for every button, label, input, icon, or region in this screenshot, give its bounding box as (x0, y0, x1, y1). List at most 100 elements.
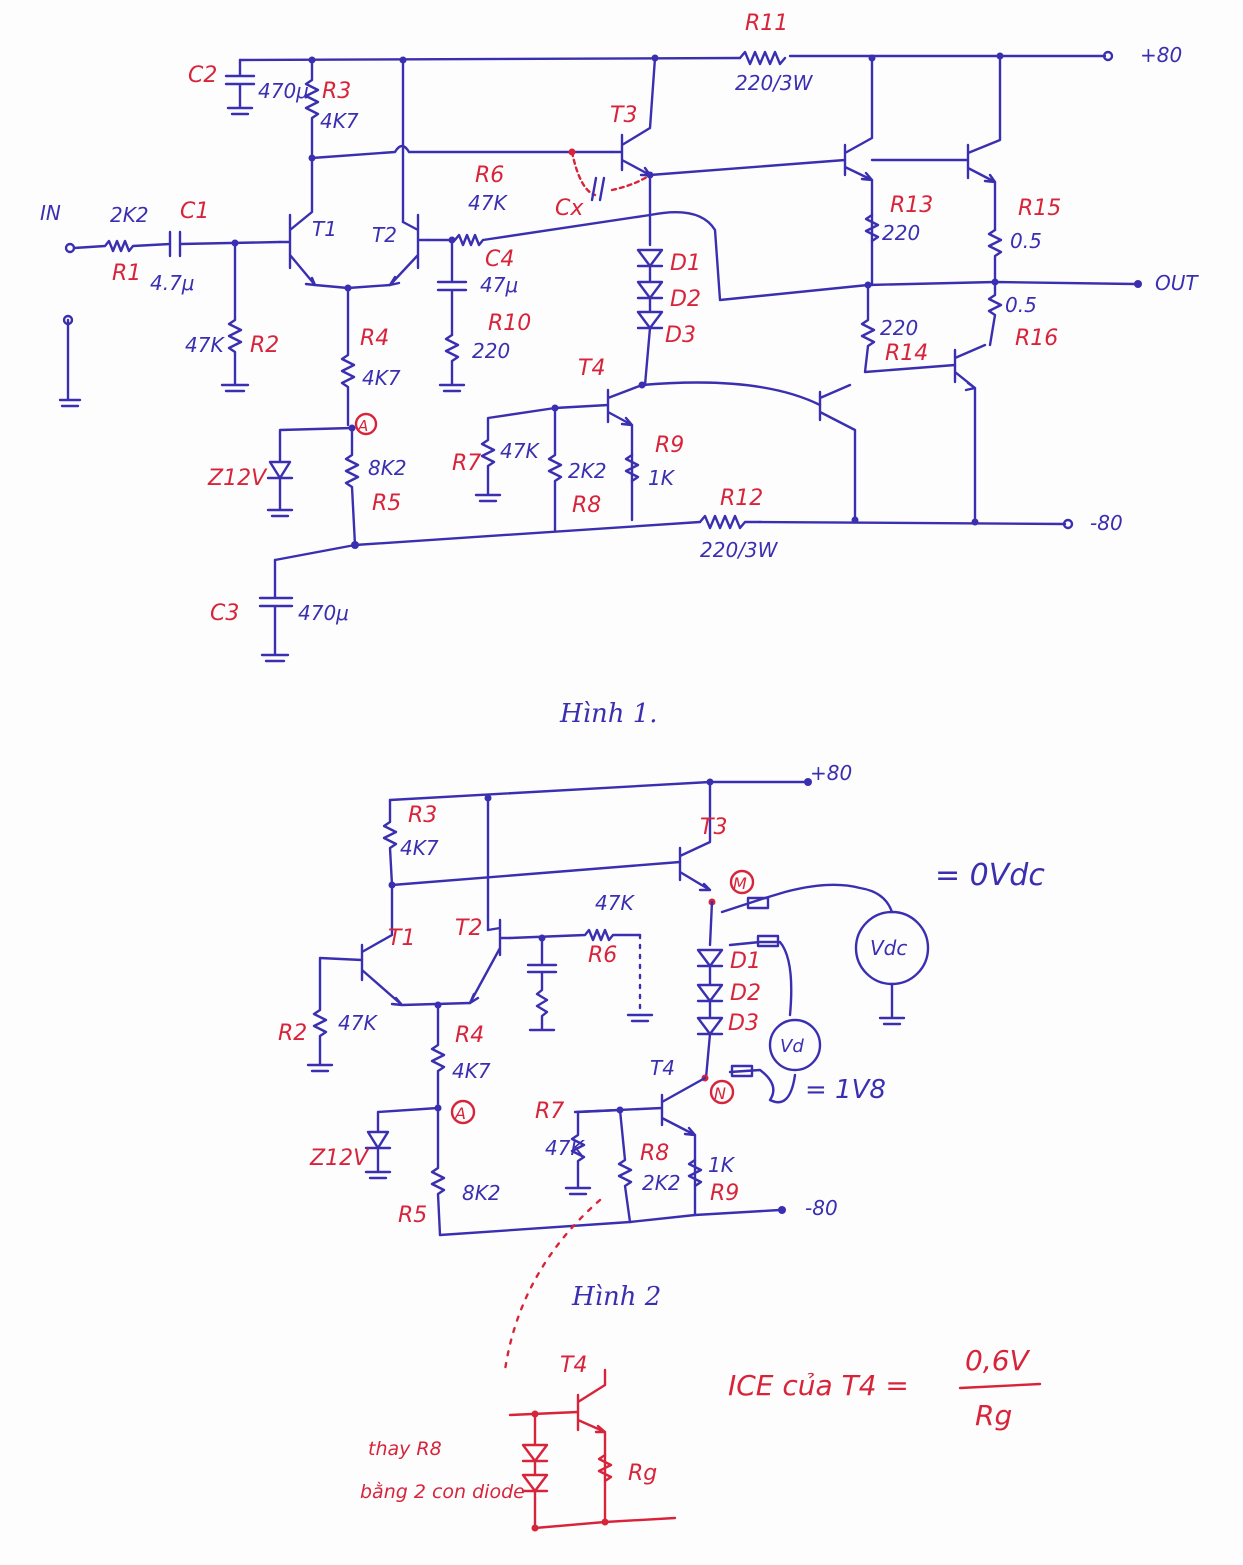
r14-name: R14 (885, 341, 928, 366)
formula-fraction-bar (958, 1382, 1042, 1390)
fig2-d3-label: D3 (728, 1011, 759, 1036)
minus-terminal-1 (1062, 518, 1074, 530)
fig2-minus-terminal (778, 1206, 786, 1214)
rail-plus-label-1: +80 (1140, 43, 1182, 67)
fig2-diode-string-wire (708, 900, 714, 947)
fig2-r2-name: R2 (278, 1021, 307, 1046)
formula-numerator: 0,6V (965, 1344, 1031, 1377)
fig2-r9-value: 1K (708, 1153, 736, 1177)
plus-terminal-1 (1102, 50, 1114, 62)
q7-transistor (818, 343, 987, 524)
fig2-r6-name: R6 (588, 943, 617, 968)
r3-value: 4K7 (320, 109, 359, 133)
t4-transistor (553, 383, 644, 522)
q5-transistor (843, 56, 874, 287)
r8-value: 2K2 (568, 459, 607, 483)
fig2-node-m-label: M (733, 874, 747, 893)
r7-resistor (474, 406, 557, 503)
formula-denominator: Rg (975, 1399, 1012, 1432)
fig2-vd-probe-wire (728, 940, 797, 1104)
fig2-rail-minus-label: -80 (805, 1196, 838, 1220)
fig2-t3-label: T3 (700, 815, 727, 840)
fig2-ground-r6 (626, 1013, 654, 1023)
r4-value: 4K7 (362, 366, 401, 390)
c2-capacitor (224, 58, 256, 116)
fig2-d2 (696, 964, 724, 1003)
q6-transistor (870, 54, 1002, 232)
t3-base-wire (310, 144, 614, 160)
fig3-junction-bottom (531, 1524, 539, 1532)
t4-label: T4 (578, 356, 605, 381)
r16-name: R16 (1015, 326, 1058, 351)
figure-1: +80 R11 220/3W C2 470μ R3 4K7 IN 2K2 R1 … (40, 11, 1199, 729)
fig3-t4-label: T4 (560, 1353, 587, 1378)
r12-resistor (698, 514, 762, 530)
fig2-r8-resistor (617, 1108, 633, 1224)
r15-resistor (987, 228, 1003, 284)
r15-value: 0.5 (1010, 229, 1042, 253)
fig2-r3-name: R3 (408, 803, 437, 828)
fig2-r4-name: R4 (455, 1023, 484, 1048)
r16-resistor (987, 280, 1003, 347)
fig2-r2-value: 47K (338, 1011, 378, 1035)
cx-label: Cx (555, 196, 584, 221)
fig2-d1 (696, 948, 724, 968)
r3-resistor (304, 58, 320, 160)
r10-resistor (438, 333, 466, 393)
r11-name: R11 (745, 11, 788, 36)
r9-resistor (624, 453, 640, 483)
r1-resistor (72, 239, 172, 253)
fig2-r9-resistor (687, 1158, 703, 1188)
t3-transistor (610, 56, 657, 177)
r9-name: R9 (655, 433, 684, 458)
fig3-r9 (597, 1453, 613, 1483)
d1-label: D1 (670, 251, 701, 276)
fig2-c4-wire (526, 936, 558, 1032)
fig3-dashed-link (503, 1198, 602, 1372)
fig2-vd-label: Vd (780, 1036, 804, 1057)
r13-name: R13 (890, 193, 933, 218)
t4-to-output-wire (640, 381, 822, 407)
t1-label: T1 (312, 217, 337, 241)
q7-rail-junction (851, 516, 859, 524)
t2-label: T2 (372, 223, 397, 247)
d1-diode (636, 248, 664, 268)
fig2-r3-resistor (382, 798, 398, 887)
fig2-zener (364, 1106, 440, 1180)
zener-diode (266, 426, 354, 518)
r13-value: 220 (882, 221, 920, 245)
fig2-r4-value: 4K7 (452, 1059, 491, 1083)
figure-2-caption: Hình 2 (571, 1282, 661, 1312)
fig2-rail-plus-label: +80 (810, 761, 852, 785)
fig2-r3-value: 4K7 (400, 836, 439, 860)
c2-name: C2 (188, 63, 217, 88)
r3-top-junction (308, 56, 316, 64)
c2-value: 470μ (258, 79, 309, 103)
r6-resistor (426, 213, 652, 247)
c3-name: C3 (210, 601, 239, 626)
fig2-r6-resistor (508, 928, 642, 942)
c3-capacitor (258, 558, 294, 663)
c4-capacitor (436, 238, 468, 337)
diode-string-wire (648, 173, 870, 302)
fig2-t2-label: T2 (455, 916, 482, 941)
r8-name: R8 (572, 493, 601, 518)
fig2-r5-resistor (430, 1106, 446, 1237)
fig2-r5-value: 8K2 (462, 1181, 501, 1205)
fig3-note-line1: thay R8 (368, 1438, 442, 1460)
r16-value: 0.5 (1005, 293, 1037, 317)
fig2-rail-plus (388, 780, 807, 802)
fig2-r5-name: R5 (398, 1203, 427, 1228)
fig2-node-n-marker (709, 1079, 735, 1105)
r5-resistor (344, 426, 360, 547)
r2-name: R2 (250, 333, 279, 358)
fig2-t1-label: T1 (388, 926, 415, 951)
r13-resistor (864, 213, 880, 243)
fig3-diode-1 (521, 1412, 549, 1463)
cx-capacitor (570, 150, 652, 197)
figure-1-caption: Hình 1. (559, 699, 658, 729)
c1-name: C1 (180, 199, 209, 224)
cx-plates (590, 176, 606, 202)
c1-value: 4.7μ (150, 271, 195, 295)
